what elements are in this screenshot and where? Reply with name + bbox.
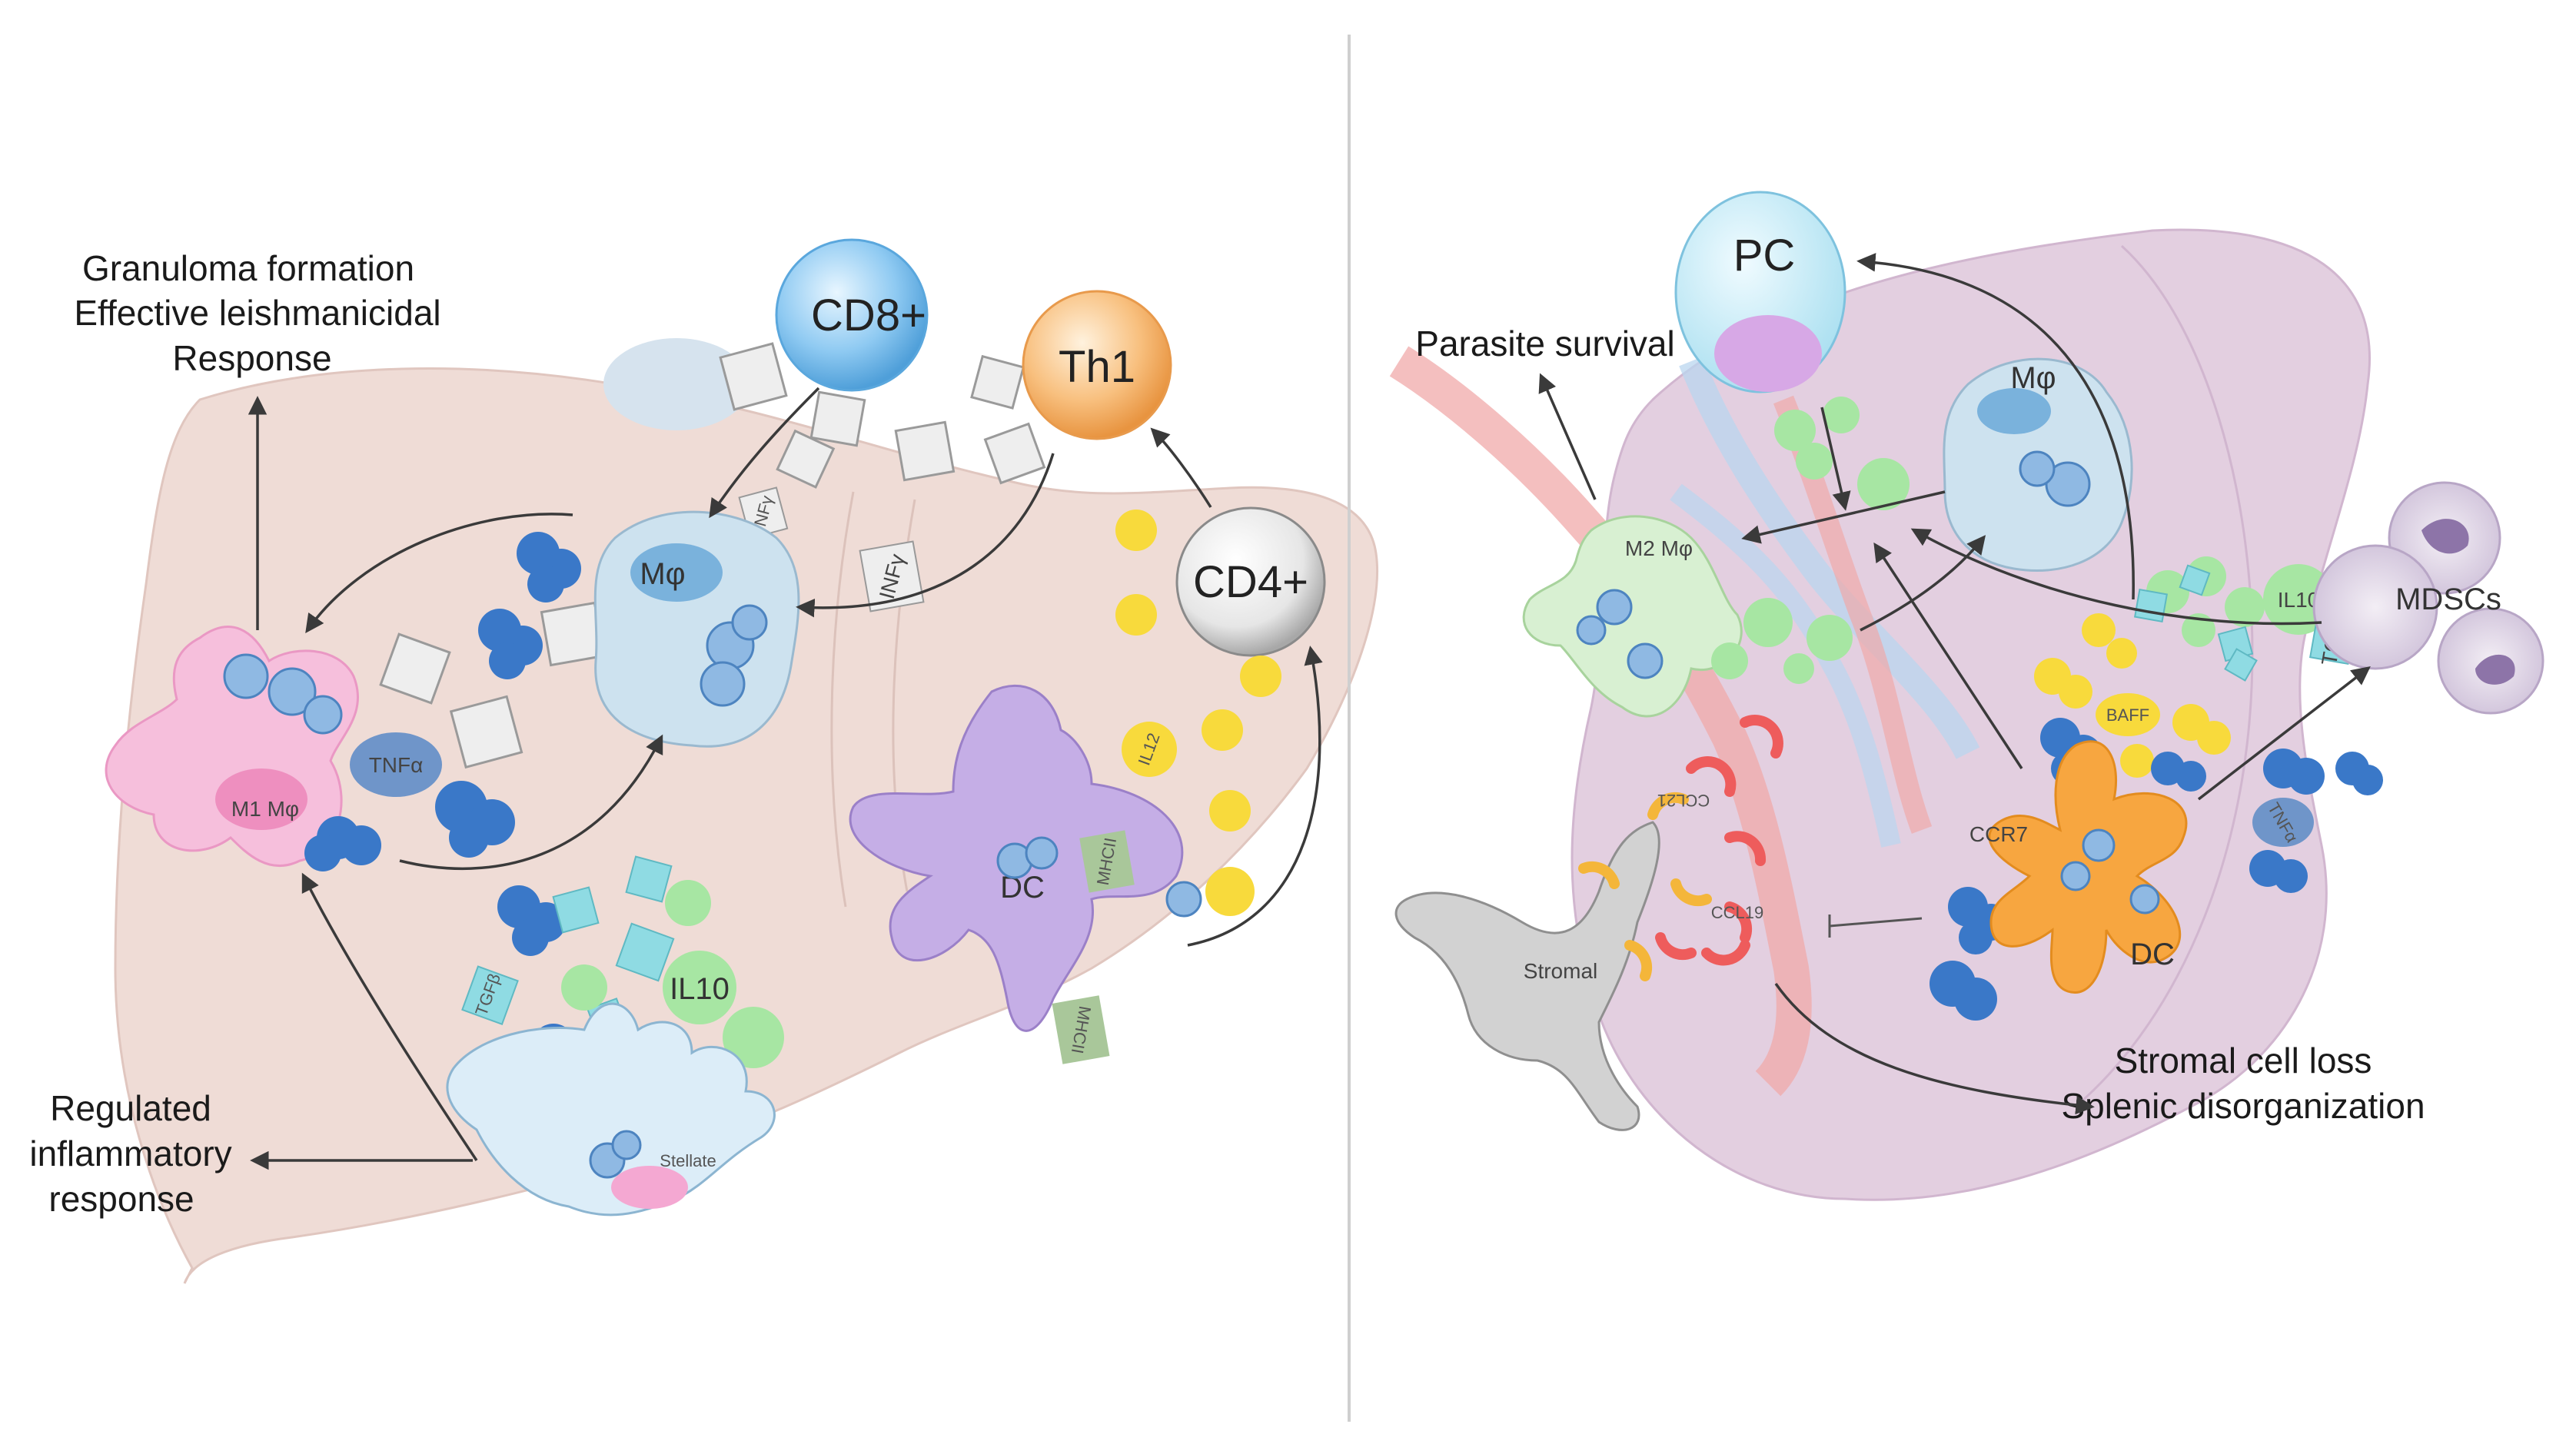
svg-text:Th1: Th1 — [1059, 342, 1135, 392]
caption-regulated-line-1: Regulated — [50, 1088, 211, 1128]
il12-label-blob: IL12 — [1122, 722, 1177, 777]
caption-regulated-line-3: response — [48, 1179, 194, 1219]
svg-text:CD8+: CD8+ — [811, 290, 926, 340]
spleen-dendritic-cell: DC — [1988, 740, 2188, 994]
plasma-cell: PC — [1674, 191, 1846, 393]
svg-text:TNFα: TNFα — [369, 753, 424, 777]
m1-macrophage: M1 Mφ — [105, 626, 359, 867]
spleen-il10-molecules — [1711, 397, 2265, 684]
splenic-vessel-red — [1389, 346, 1812, 1097]
stellate-cell: Stellate — [446, 1002, 776, 1217]
liver-panel: Granuloma formation Effective leishmanic… — [29, 238, 1379, 1284]
caption-regulated-line-2: inflammatory — [29, 1134, 231, 1173]
caption-stromal-loss-line-1: Stromal cell loss — [2115, 1041, 2372, 1081]
infy-cubes — [379, 342, 1046, 769]
spleen-panel: Parasite survival Stromal cell loss Sple… — [1389, 191, 2544, 1201]
cd8-cell: CD8+ — [775, 238, 929, 392]
th1-cell: Th1 — [1022, 290, 1172, 440]
svg-text:IL10: IL10 — [670, 972, 730, 1006]
baff-label-blob: BAFF — [2096, 693, 2160, 736]
cd4-cell: CD4+ — [1175, 506, 1326, 657]
il10-molecules — [561, 880, 784, 1068]
spleen-macrophage: Mφ — [1943, 357, 2133, 572]
ccl21-label: CCL21 — [1657, 791, 1710, 810]
svg-text:Stromal: Stromal — [1524, 959, 1597, 983]
caption-granuloma-line-2: Effective leishmanicidal — [74, 293, 440, 333]
svg-text:IL10: IL10 — [2278, 588, 2320, 612]
infy-tag-small: INFγ — [738, 486, 789, 539]
mhcii-tag-2: MHCII — [1052, 995, 1110, 1064]
caption-granuloma-line-1: Granuloma formation — [82, 248, 414, 288]
il10-label-blob: IL10 — [663, 951, 736, 1024]
m2-macrophage: M2 Mφ — [1522, 515, 1743, 718]
stromal-cell: Stromal — [1394, 821, 1660, 1131]
gallbladder — [603, 338, 750, 430]
tnfa-label-blob: TNFα — [350, 732, 442, 797]
spleen-tgfb-squares — [2133, 564, 2258, 682]
il12-molecules — [1115, 510, 1281, 916]
liver-macrophage: Mφ — [593, 510, 800, 748]
svg-text:DC: DC — [2130, 938, 2175, 971]
svg-text:M2 Mφ: M2 Mφ — [1625, 536, 1693, 560]
mhcii-tag-1: MHCII — [1079, 830, 1135, 893]
svg-text:PC: PC — [1733, 231, 1796, 281]
tgfb-tag: TGFβ — [461, 965, 519, 1026]
spleen-arrows — [1538, 253, 2371, 1115]
liver-dendritic-cell: DC — [849, 684, 1202, 1032]
svg-text:M1 Mφ: M1 Mφ — [231, 797, 299, 821]
svg-text:Mφ: Mφ — [640, 557, 685, 591]
chemokine-arcs — [1578, 715, 1783, 981]
svg-text:CD4+: CD4+ — [1193, 557, 1308, 607]
ccl19-label: CCL19 — [1711, 903, 1763, 922]
mdscs-cells: MDSCs — [2312, 481, 2544, 715]
baff-molecules — [2034, 613, 2231, 778]
ccr7-label: CCR7 — [1969, 822, 2028, 846]
splenic-vessel-blue — [1679, 356, 1980, 759]
caption-granuloma-line-3: Response — [172, 338, 331, 378]
caption-parasite-survival: Parasite survival — [1415, 324, 1674, 363]
svg-text:BAFF: BAFF — [2106, 705, 2149, 725]
spleen-tnfa-label-blob: TNFα — [2252, 798, 2314, 847]
liver-arrows — [248, 387, 1323, 1170]
infy-tag-large: INFγ — [859, 540, 925, 612]
caption-stromal-loss-line-2: Splenic disorganization — [2061, 1086, 2425, 1126]
svg-text:Mφ: Mφ — [2010, 361, 2056, 395]
svg-text:MDSCs: MDSCs — [2395, 583, 2501, 616]
svg-text:Stellate: Stellate — [660, 1151, 716, 1170]
liver-lobe-line — [830, 491, 855, 908]
